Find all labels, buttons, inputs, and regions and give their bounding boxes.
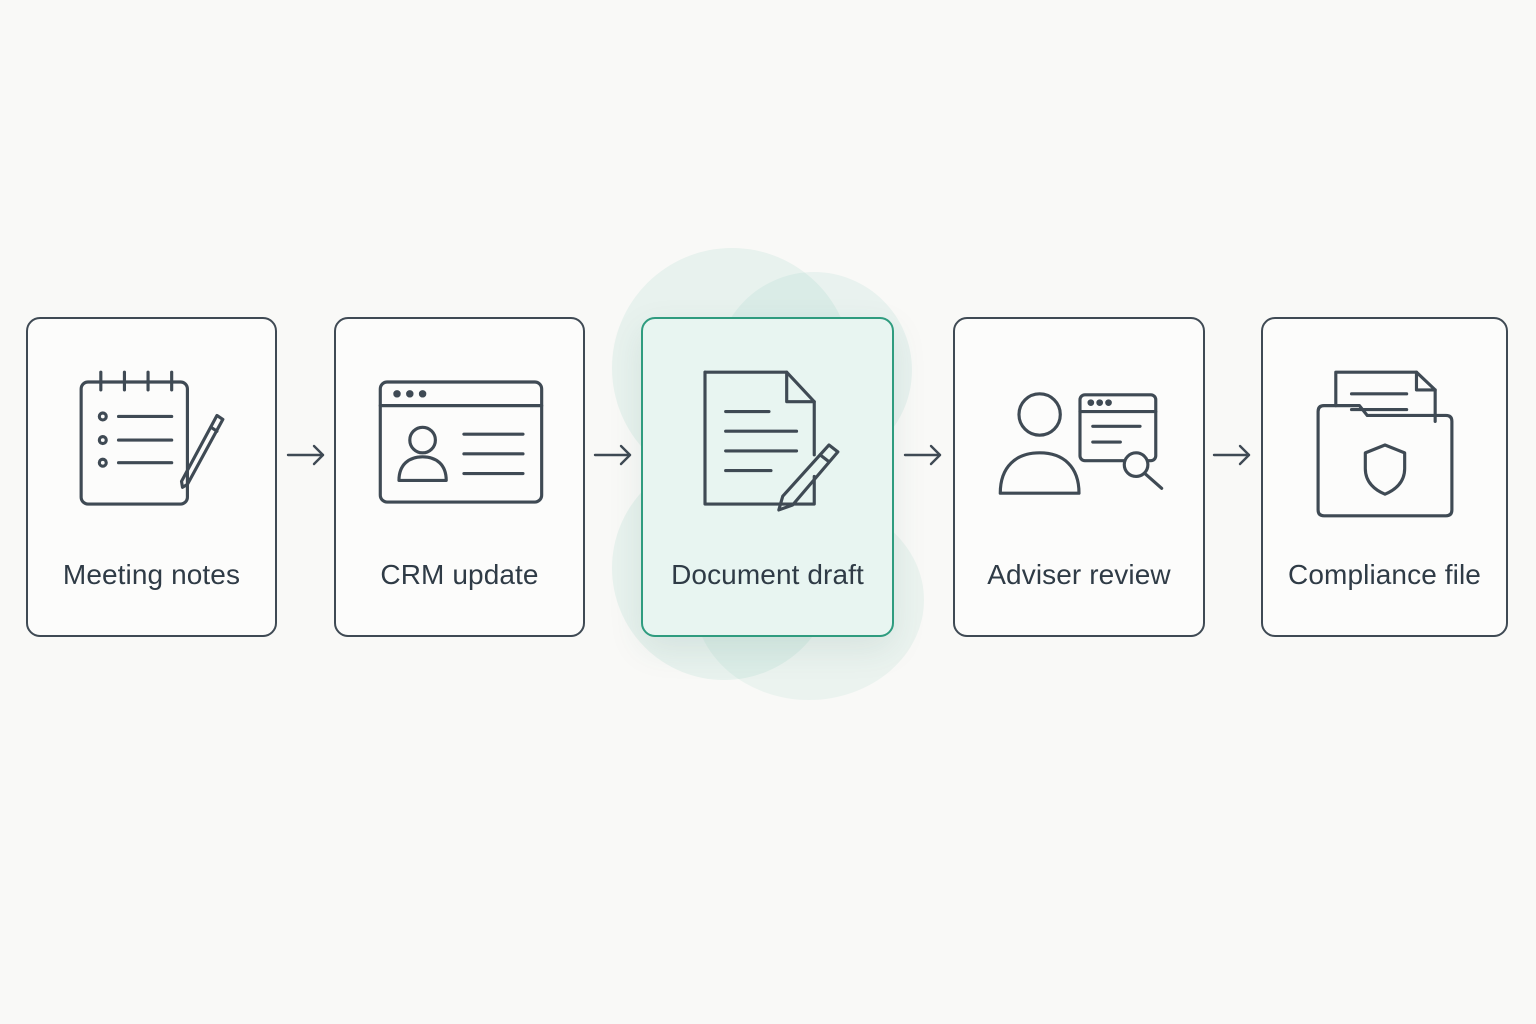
- step-label: Meeting notes: [62, 559, 241, 590]
- step-card-compliance-file: Compliance file: [1261, 317, 1508, 637]
- arrow-right-icon: [902, 440, 946, 470]
- step-card-crm-update: CRM update: [334, 317, 585, 637]
- profile-window-icon: [336, 359, 583, 529]
- notepad-pencil-icon: [28, 359, 275, 529]
- step-card-meeting-notes: Meeting notes: [26, 317, 277, 637]
- shield-folder-icon: [1263, 359, 1506, 529]
- document-pencil-icon: [643, 359, 892, 529]
- person-review-icon: [955, 359, 1203, 529]
- step-label: CRM update: [380, 559, 539, 590]
- step-label: Document draft: [671, 559, 864, 590]
- arrow-right-icon: [592, 440, 636, 470]
- step-card-document-draft: Document draft: [641, 317, 894, 637]
- step-label: Compliance file: [1288, 559, 1481, 590]
- arrow-right-icon: [285, 440, 329, 470]
- step-card-adviser-review: Adviser review: [953, 317, 1205, 637]
- arrow-right-icon: [1211, 440, 1255, 470]
- step-label: Adviser review: [987, 559, 1171, 590]
